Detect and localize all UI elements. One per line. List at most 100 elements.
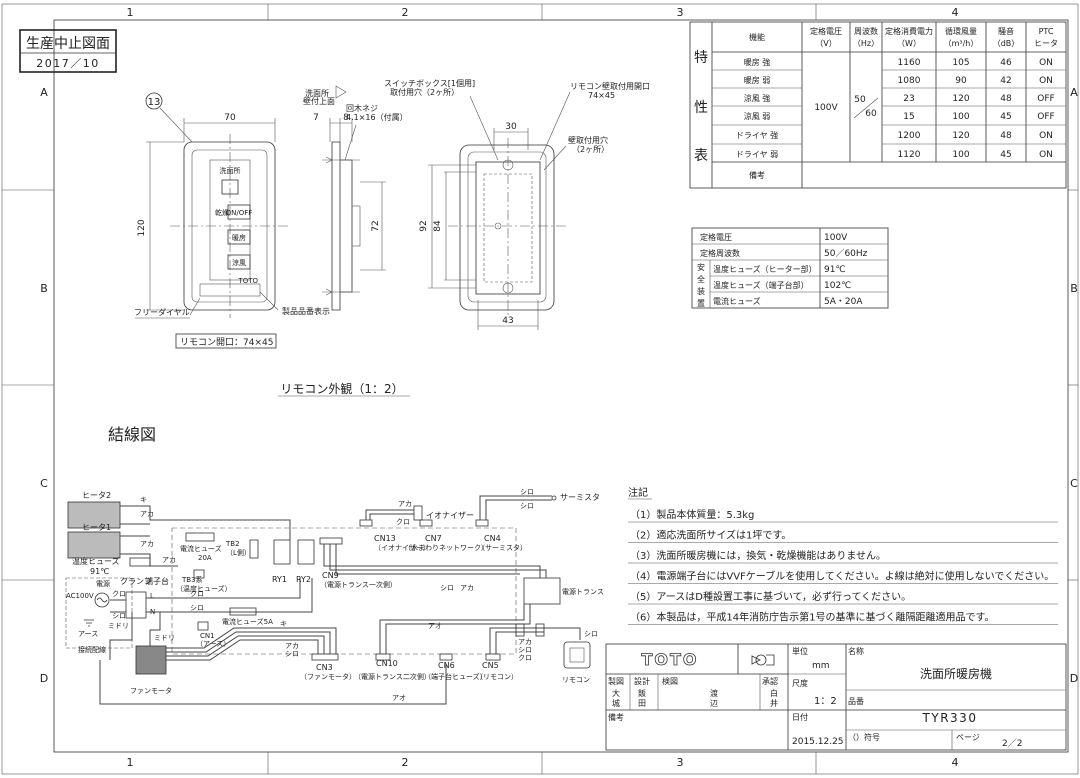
cn1 — [197, 621, 209, 631]
note-item: （4）電源端子台にはVVFケーブルを使用してください。よ線は絶対に使用しないでく… — [630, 570, 1054, 583]
spec-header-noise-1: 騒音 — [998, 26, 1014, 36]
seizu-label: 製図 — [608, 676, 624, 686]
label-sink-2: 壁付上面 — [303, 96, 335, 106]
fuse5-label: 電流ヒューズ5A — [222, 617, 273, 626]
heater-1-label: ヒータ1 — [82, 523, 111, 532]
relay-1 — [273, 539, 291, 565]
dim-7: 7 — [313, 113, 319, 123]
cn5 — [485, 653, 501, 661]
dim-8: 8 — [343, 113, 349, 123]
part-number: TYR330 — [922, 711, 978, 725]
note-item: （3）洗面所暖房機には，換気・乾燥機能はありません。 — [630, 549, 886, 562]
rating-side-3: 装 — [697, 286, 705, 296]
note-item: （5）アースはD種設置工事に基づいて，必ず行ってください。 — [630, 590, 911, 603]
tempfuse-value: 91℃ — [90, 567, 109, 576]
spec-row-function: 暖房 弱 — [744, 75, 771, 85]
remote-symbol — [563, 641, 591, 669]
unit-value: mm — [812, 661, 830, 671]
label-mount-hole-2: （2ヶ所） — [572, 144, 609, 154]
note-item: （6）本製品は，平成14年消防庁告示第1号の基準に基づく離隔距離適用品です。 — [630, 611, 994, 624]
tb3-sub: （温度ヒューズ） — [176, 584, 232, 593]
grid-row-d-right: D — [1070, 672, 1078, 685]
svg-text:クロ: クロ — [518, 654, 532, 662]
cn3 — [311, 653, 339, 661]
page-value: 2／2 — [1002, 738, 1022, 749]
svg-text:シロ: シロ — [440, 584, 454, 592]
notes-items: （1）製品本体質量：5.3kg（2）適応洗面所サイズは1坪です。（3）洗面所暖房… — [628, 508, 1058, 625]
ground-label: 接続配線 — [78, 645, 106, 654]
sekkei-name-2: 田 — [638, 699, 646, 708]
stamp-title: 生産中止図面 — [26, 36, 110, 52]
cn9 — [319, 537, 343, 545]
sekkei-label: 設計 — [634, 676, 650, 686]
rating-side-2: 全 — [697, 274, 705, 284]
dim-30: 30 — [505, 122, 517, 132]
sheet-border — [1, 3, 1079, 775]
spec-freq-top: 50 — [854, 95, 866, 105]
label-sink: 洗面所 — [305, 88, 329, 98]
svg-text:クロ: クロ — [190, 590, 204, 598]
grid-col-3-bottom: 3 — [677, 756, 684, 769]
tb3 — [193, 569, 205, 579]
spec-row-power: 15 — [903, 112, 914, 122]
remote-caption: リモコン外観（1：2） — [280, 382, 403, 396]
cn9-label: CN9 — [322, 571, 339, 580]
power-value: AC100V — [66, 592, 94, 600]
tb2-label: TB2 — [225, 540, 240, 548]
spec-header-voltage-2: （V） — [815, 39, 836, 48]
spec-side-2: 性 — [694, 100, 708, 116]
grid-col-4: 4 — [952, 6, 959, 19]
spec-row-power: 1200 — [898, 131, 921, 141]
scale-label: 尺度 — [792, 678, 808, 688]
grid-row-a: A — [40, 86, 48, 99]
face-button-2-label: 暖房 — [232, 233, 246, 242]
spec-header-power-1: 定格消費電力 — [885, 26, 933, 36]
cn3-label: CN3 — [316, 663, 333, 672]
wiring-diagram: 結線図 ヒータ2 ヒータ1 キ アカ アカ 温度ヒューズ 91℃ クランプ 端子… — [65, 425, 604, 705]
dim-width: 70 — [224, 113, 236, 123]
unit-label: 単位 — [792, 646, 808, 656]
svg-text:アオ: アオ — [428, 622, 442, 630]
face-button-1 — [227, 204, 251, 220]
svg-text:シロ: シロ — [584, 630, 598, 638]
spec-row-ptc: OFF — [1037, 112, 1054, 122]
spec-side-1: 特 — [694, 50, 708, 66]
label-remote-opening: リモコン開口：74×45 — [180, 337, 273, 348]
svg-text:アカ: アカ — [162, 556, 176, 564]
spec-header-noise-2: （dB） — [993, 39, 1020, 48]
page-label: ページ — [956, 733, 980, 742]
cn10 — [375, 653, 391, 661]
cn7-sub: （水まわりネットワーク） — [404, 543, 488, 552]
terminal-label: 端子台 — [145, 576, 169, 586]
dim-height: 120 — [137, 219, 147, 236]
spec-row-air: 120 — [952, 94, 969, 104]
fanmotor-label: ファンモータ — [130, 686, 172, 695]
grid-row-c: C — [40, 477, 48, 490]
rating-row-label: 定格周波数 — [700, 248, 740, 258]
spec-row-noise: 46 — [1000, 58, 1012, 68]
thermistor-label: サーミスタ — [560, 493, 600, 502]
spec-row-noise: 45 — [1000, 112, 1011, 122]
ionizer-label: イオナイザー — [426, 511, 474, 520]
heater-2-label: ヒータ2 — [82, 491, 111, 500]
cn4-sub: （サーミスタ） — [478, 543, 527, 552]
spec-header-power-2: （W） — [897, 39, 921, 48]
shonin-name-2: 井 — [770, 698, 778, 708]
svg-text:ミドリ: ミドリ — [154, 634, 175, 642]
rating-row-label: 定格電圧 — [700, 232, 732, 242]
label-wall-opening: リモコン壁取付用開口 — [570, 81, 650, 91]
projection-symbol — [751, 654, 775, 666]
label-screw-2: 4.1×16（付属） — [346, 112, 408, 122]
spec-row-air: 90 — [955, 76, 967, 86]
spec-row-air: 105 — [952, 58, 969, 68]
grid-col-2-bottom: 2 — [402, 756, 409, 769]
remote-back-view: スイッチボックス[1個用] 取付用穴（2ヶ所） リモコン壁取付用開口 74×45… — [278, 78, 650, 397]
shonin-label: 承認 — [762, 676, 778, 686]
svg-text:シロ: シロ — [520, 488, 534, 496]
spec-row-function: 涼風 弱 — [744, 111, 771, 121]
heater-2 — [67, 501, 121, 529]
remote-front-view: 13 70 120 洗面所 ON/OFF 暖房 涼風 乾燥 TOTO フリーダイ… — [134, 92, 330, 349]
